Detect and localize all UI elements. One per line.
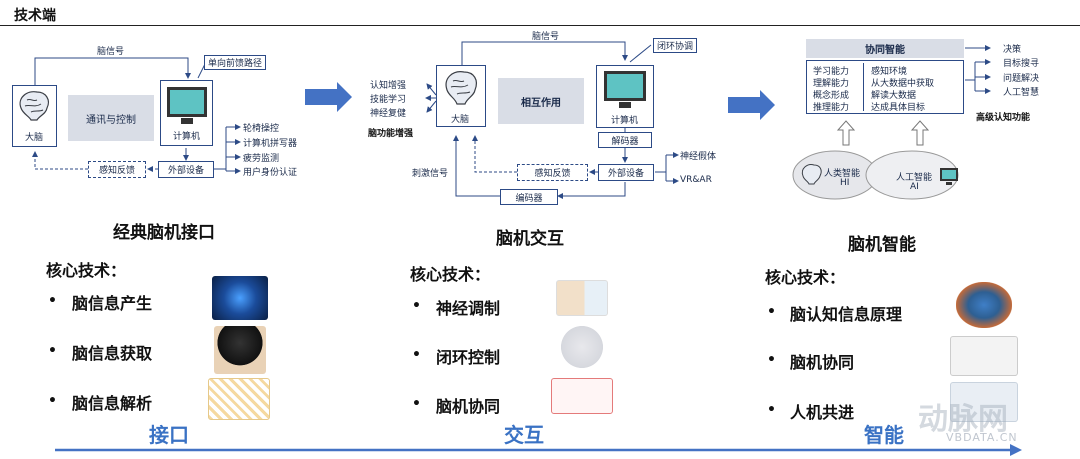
s3-right-1: 从大数据中获取 <box>871 79 935 89</box>
s3-right-3: 达成具体目标 <box>871 103 926 113</box>
closed-loop-image <box>556 324 608 370</box>
s2-item-0: 神经调制 <box>436 299 501 318</box>
s3-ai-label: 人工智能 <box>896 173 933 183</box>
arrow-2 <box>728 90 775 120</box>
neural-network-image <box>208 378 270 420</box>
s2-signal-line <box>461 41 628 65</box>
s2-center-box: 相互作用 <box>498 78 584 124</box>
s2-item-1: 闭环控制 <box>436 348 501 367</box>
neuromodulation-image <box>556 280 608 316</box>
arrow-1 <box>305 82 352 112</box>
s3-output-1: 目标搜寻 <box>1003 59 1040 69</box>
monitor-icon <box>940 168 958 181</box>
s1-heading: 经典脑机接口 <box>113 223 215 243</box>
s2-brain-label: 大脑 <box>451 115 470 125</box>
stage-label-0: 接口 <box>149 423 189 447</box>
s3-left-2: 概念形成 <box>813 91 850 101</box>
s1-signal-line <box>34 57 191 85</box>
s3-ai-sub: AI <box>910 182 919 192</box>
s3-hi-label: 人类智能 <box>824 169 861 179</box>
watermark-logo: 动脉网 <box>918 402 1008 437</box>
timeline-arrowhead <box>1010 444 1022 456</box>
human-brain-icon <box>801 164 822 185</box>
s3-output-2: 问题解决 <box>1003 74 1040 84</box>
s3-left-0: 学习能力 <box>813 67 850 77</box>
page-title: 技术端 <box>14 8 56 24</box>
stage-label-2: 智能 <box>864 423 904 447</box>
s1-center-box: 通讯与控制 <box>68 95 154 141</box>
s1-item-2: 脑信息解析 <box>72 394 153 413</box>
s2-signal-label: 脑信号 <box>532 32 560 42</box>
s3-core-label: 核心技术： <box>765 268 846 287</box>
s2-decoder-box: 解码器 <box>598 132 652 148</box>
brain-cognition-image <box>956 282 1012 328</box>
s3-hi-sub: HI <box>840 178 850 188</box>
s3-left-1: 理解能力 <box>813 79 850 89</box>
eeg-cap-image <box>214 326 266 374</box>
s2-stim-label: 刺激信号 <box>412 169 449 179</box>
s2-output-0: 神经假体 <box>680 152 717 162</box>
s2-feedback-box: 感知反馈 <box>517 164 588 181</box>
brain-computer-image <box>551 378 613 414</box>
s1-path-label: 单向前馈路径 <box>204 55 267 70</box>
s2-encoder-box: 编码器 <box>500 189 558 205</box>
brain-scan-image <box>212 276 268 320</box>
brain-icon <box>19 91 49 121</box>
s2-device-box: 外部设备 <box>598 164 654 181</box>
s3-caption: 高级认知功能 <box>976 113 1031 123</box>
s1-computer-box: 计算机 <box>160 80 213 146</box>
s1-path-pointer <box>197 63 206 79</box>
s2-enhance-0: 认知增强 <box>370 81 407 91</box>
s1-computer-label: 计算机 <box>173 132 201 142</box>
s1-feedback-line <box>32 151 88 170</box>
brain-machine-image <box>950 336 1018 376</box>
header-divider <box>0 25 1080 26</box>
s3-item-2: 人机共进 <box>790 403 855 422</box>
s1-core-label: 核心技术： <box>46 261 127 280</box>
s1-signal-label: 脑信号 <box>97 47 125 57</box>
stage-label-1: 交互 <box>504 423 544 447</box>
s1-output-0: 轮椅操控 <box>243 124 280 134</box>
s3-title-box: 协同智能 <box>806 39 964 58</box>
s2-computer-box: 计算机 <box>596 65 654 128</box>
brain-head-icon <box>445 71 477 105</box>
s2-item-2: 脑机协同 <box>436 397 501 416</box>
s2-enhance-caption: 脑功能增强 <box>368 129 414 139</box>
monitor-icon <box>167 87 207 117</box>
s3-item-0: 脑认知信息原理 <box>790 305 903 324</box>
s3-item-1: 脑机协同 <box>790 353 855 372</box>
s3-left-3: 推理能力 <box>813 103 850 113</box>
s3-heading: 脑机智能 <box>848 235 916 255</box>
s2-enhance-1: 技能学习 <box>370 95 407 105</box>
s2-brain-box: 大脑 <box>436 65 486 127</box>
s1-output-3: 用户身份认证 <box>243 168 298 178</box>
watermark-sub: VBDATA.CN <box>946 431 1018 444</box>
human-machine-image <box>950 382 1018 422</box>
s2-computer-label: 计算机 <box>611 116 639 126</box>
s2-heading: 脑机交互 <box>496 229 564 249</box>
s3-right-2: 解读大数据 <box>871 91 917 101</box>
s2-output-1: VR&AR <box>680 175 712 185</box>
s1-brain-box: 大脑 <box>12 85 57 147</box>
s1-feedback-box: 感知反馈 <box>88 161 146 178</box>
s1-brain-label: 大脑 <box>25 133 44 143</box>
monitor-icon <box>604 71 646 101</box>
s1-output-1: 计算机拼写器 <box>243 139 298 149</box>
s3-capability-box: 学习能力 理解能力 概念形成 推理能力 感知环境 从大数据中获取 解读大数据 达… <box>806 60 964 114</box>
s1-output-2: 疲劳监测 <box>243 154 280 164</box>
s3-right-0: 感知环境 <box>871 67 908 77</box>
s2-core-label: 核心技术： <box>410 265 491 284</box>
s3-output-0: 决策 <box>1003 45 1022 55</box>
s1-item-1: 脑信息获取 <box>72 344 153 363</box>
s3-output-3: 人工智慧 <box>1003 88 1040 98</box>
s1-device-box: 外部设备 <box>158 161 214 178</box>
s2-enhance-2: 神经复健 <box>370 109 407 119</box>
s1-item-0: 脑信息产生 <box>72 294 153 313</box>
s2-loop-label: 闭环协调 <box>653 38 698 53</box>
